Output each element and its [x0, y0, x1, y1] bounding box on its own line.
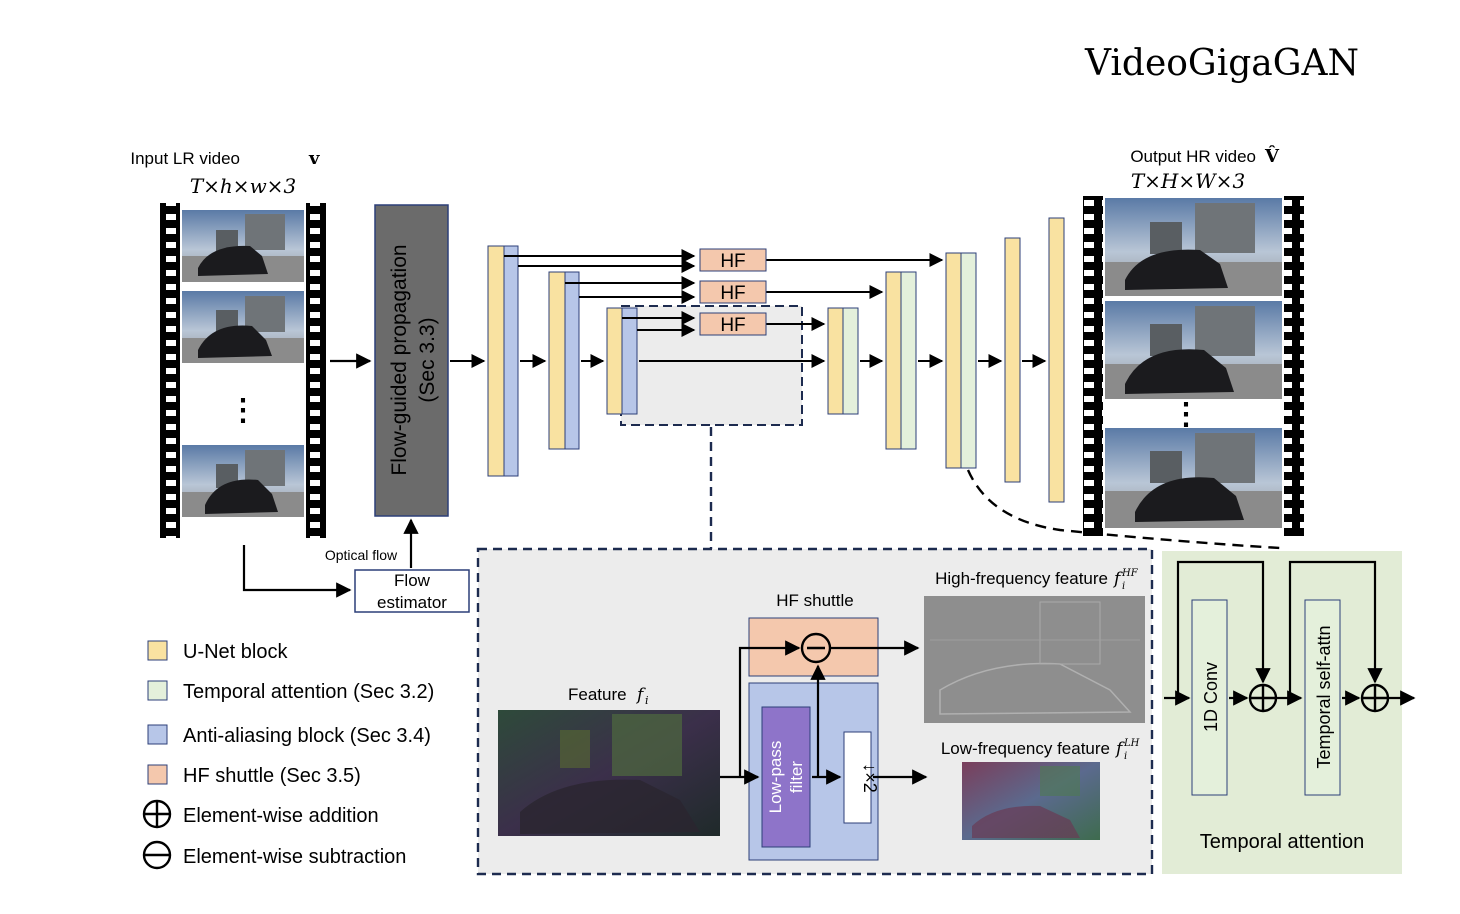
legend-item: U-Net block — [147, 640, 288, 663]
legend-item: Element-wise addition — [142, 799, 379, 829]
low-freq-sub: i — [1124, 751, 1127, 762]
high-freq-label: High-frequency feature — [935, 569, 1108, 588]
optical-flow-label: Optical flow — [325, 547, 398, 563]
legend-swatch — [147, 680, 168, 701]
detail-arrows — [720, 640, 928, 785]
figure-title: VideoGigaGAN — [1084, 43, 1359, 84]
low-freq-image — [962, 762, 1100, 840]
input-ellipsis: ⋮ — [228, 394, 258, 427]
legend-swatch — [147, 724, 168, 745]
input-frame-3 — [182, 445, 304, 517]
hf-label-2: HF — [720, 283, 745, 304]
legend-swatch — [147, 640, 168, 661]
flow-propagation-sec: (Sec 3.3) — [416, 317, 439, 402]
unet-block-dec-4 — [1004, 237, 1021, 483]
skip-connections — [504, 249, 944, 337]
flow-estimator-label-1: Flow — [394, 571, 431, 590]
legend-label: U-Net block — [183, 641, 288, 663]
hf-shuttle-3: HF — [699, 312, 767, 336]
temporal-callout — [966, 469, 1281, 550]
output-frame-2 — [1105, 301, 1282, 399]
low-freq-label: Low-frequency feature — [941, 739, 1110, 758]
subtract-icon — [800, 632, 832, 664]
unet-block-dec-3 — [945, 252, 962, 469]
input-video-dims: T×h×w×3 — [190, 174, 296, 198]
legend-label: Anti-aliasing block (Sec 3.4) — [183, 725, 431, 747]
feature-subscript: i — [645, 694, 649, 707]
unet-block-dec-2 — [885, 271, 902, 450]
hf-label-1: HF — [720, 251, 745, 272]
legend-label: Temporal attention (Sec 3.2) — [183, 681, 434, 703]
legend-swatch — [147, 764, 168, 785]
unet-block-enc-2 — [548, 271, 566, 450]
arrow-input-to-estimator — [242, 545, 352, 598]
output-video-dims: T×H×W×3 — [1131, 169, 1245, 193]
low-freq-sup: LH — [1123, 738, 1140, 749]
add-icon-1 — [1248, 683, 1278, 713]
add-icon-2 — [1360, 683, 1390, 713]
feature-map-image — [498, 710, 720, 836]
temporal-attention-title: Temporal attention — [1200, 831, 1365, 853]
low-pass-filter-box — [761, 706, 811, 848]
legend-label: Element-wise addition — [183, 805, 379, 827]
legend-label: HF shuttle (Sec 3.5) — [183, 765, 361, 787]
conv-label: 1D Conv — [1201, 662, 1221, 732]
downsample-label: ↓×2 — [860, 763, 880, 793]
self-attn-label: Temporal self-attn — [1314, 625, 1334, 768]
feature-label: Feature — [568, 685, 627, 704]
unet-block-dec-5 — [1048, 217, 1065, 503]
hf-shuttle-1: HF — [699, 248, 767, 272]
input-film-strip — [160, 203, 326, 538]
output-film-strip — [1083, 196, 1304, 536]
unet-decoder — [827, 217, 1065, 503]
flow-estimator-label-2: estimator — [377, 593, 447, 612]
input-frame-1 — [182, 210, 304, 282]
legend-item: Temporal attention (Sec 3.2) — [147, 680, 434, 703]
input-video-label: Input LR video — [130, 149, 240, 168]
output-frame-1 — [1105, 198, 1282, 296]
temporal-block-dec-3 — [960, 252, 977, 469]
unet-block-enc-3 — [606, 307, 623, 415]
antialias-block-enc-1 — [503, 245, 519, 477]
output-video-label: Output HR video — [1130, 147, 1256, 166]
legend-item: HF shuttle (Sec 3.5) — [147, 764, 361, 787]
temporal-arrows — [1164, 560, 1416, 706]
input-frame-2 — [182, 291, 304, 363]
unet-block-dec-1 — [827, 307, 844, 415]
high-freq-symbol: f — [1112, 569, 1123, 589]
antialias-block-enc-3 — [621, 307, 638, 415]
conv-block — [1191, 599, 1228, 796]
high-freq-sub: i — [1122, 581, 1125, 592]
input-video-symbol: v — [308, 148, 320, 169]
flow-propagation-block — [374, 204, 449, 517]
hf-shuttle-title: HF shuttle — [776, 591, 853, 610]
self-attn-block — [1304, 599, 1341, 796]
low-pass-label-2: filter — [787, 761, 806, 793]
antialias-block-enc-2 — [564, 271, 580, 450]
legend-label: Element-wise subtraction — [183, 846, 406, 868]
hf-label-3: HF — [720, 315, 745, 336]
feature-symbol: f — [635, 685, 646, 705]
flow-estimator-box — [354, 569, 470, 613]
high-freq-sup: HF — [1121, 568, 1139, 579]
low-freq-symbol: f — [1114, 739, 1125, 759]
output-ellipsis: ⋮ — [1171, 398, 1201, 431]
flow-propagation-label: Flow-guided propagation — [388, 244, 411, 475]
unet-block-enc-1 — [487, 245, 505, 477]
legend-item: Element-wise subtraction — [142, 840, 406, 870]
downsample-box — [843, 731, 872, 824]
low-pass-label-1: Low-pass — [766, 741, 785, 814]
hf-shuttle-2: HF — [699, 280, 767, 304]
unet-encoder — [487, 245, 638, 477]
legend-item: Anti-aliasing block (Sec 3.4) — [147, 724, 431, 747]
temporal-block-dec-2 — [900, 271, 917, 450]
output-frame-3 — [1105, 428, 1282, 528]
high-freq-image — [924, 596, 1145, 723]
output-video-symbol: V̂ — [1264, 145, 1280, 167]
temporal-block-dec-1 — [842, 307, 859, 415]
